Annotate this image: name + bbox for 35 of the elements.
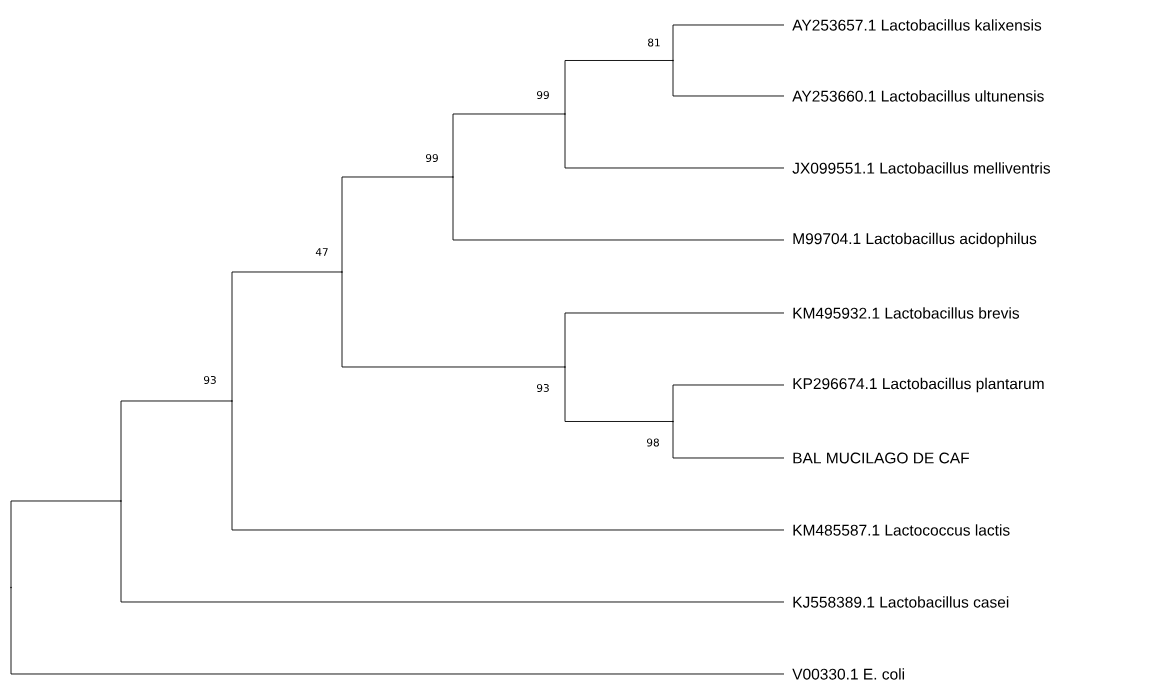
taxon-label: KM495932.1 Lactobacillus brevis: [793, 307, 1020, 319]
bootstrap-value: 93: [537, 384, 549, 392]
tree-branch: [10, 500, 122, 588]
tree-branch: [452, 176, 785, 241]
tree-branch: [672, 384, 785, 422]
taxon-label: KJ558389.1 Lactobacillus casei: [793, 596, 1009, 608]
tree-branch: [231, 271, 343, 402]
taxon-label: KM485587.1 Lactococcus lactis: [793, 524, 1010, 536]
bootstrap-value: 98: [647, 438, 659, 447]
tree-branch: [10, 587, 785, 675]
tree-branch: [452, 113, 566, 178]
tree-branch: [672, 60, 785, 97]
taxon-label: JX099551.1 Lactobacillus melliventris: [792, 162, 1051, 174]
bootstrap-value: 93: [204, 376, 216, 384]
tree-branch: [564, 113, 785, 169]
tree-branch: [564, 312, 785, 368]
tree-branch: [564, 366, 674, 422]
tree-branch: [120, 400, 233, 502]
taxon-label: KP296674.1 Lactobacillus plantarum: [793, 377, 1044, 393]
bootstrap-value: 99: [537, 91, 549, 99]
bootstrap-value: 47: [315, 248, 328, 256]
taxon-label: M99704.1 Lactobacillus acidophilus: [793, 232, 1037, 248]
taxon-label: V00330.1 E. coli: [792, 668, 904, 680]
bootstrap-value: 99: [426, 154, 438, 162]
tree-branch: [341, 176, 454, 273]
bootstrap-value: 81: [648, 38, 660, 47]
tree-branch: [672, 24, 785, 61]
tree-branch: [672, 421, 785, 459]
tree-branch: [120, 500, 785, 603]
tree-branch: [564, 60, 674, 115]
taxon-label: BAL MUCILAGO DE CAF: [793, 452, 969, 464]
taxon-label: AY253657.1 Lactobacillus kalixensis: [792, 19, 1042, 31]
tree-branch: [231, 400, 785, 531]
tree-branch: [341, 271, 566, 368]
taxon-label: AY253660.1 Lactobacillus ultunensis: [792, 90, 1044, 102]
